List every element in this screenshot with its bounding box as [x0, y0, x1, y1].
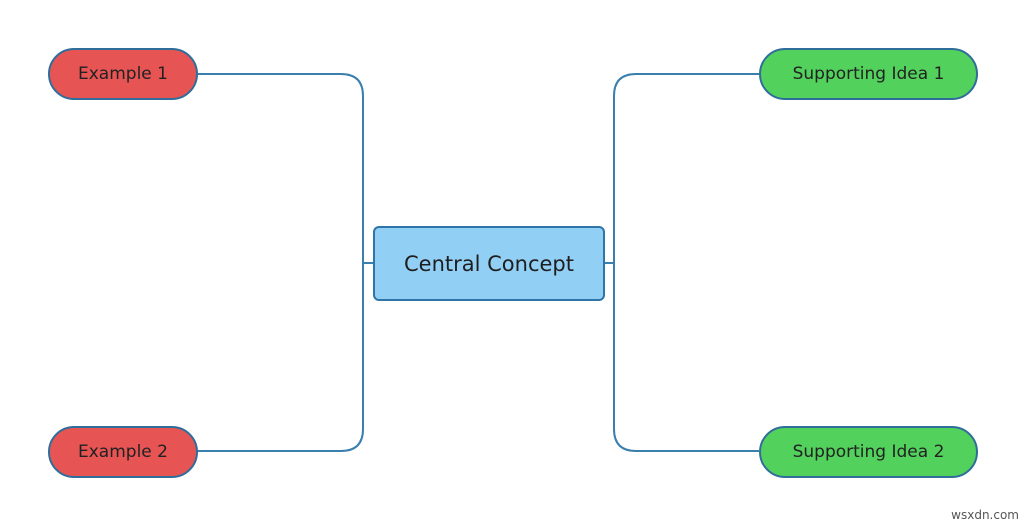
supporting-idea-label-2: Supporting Idea 2	[792, 442, 945, 462]
example-node-2[interactable]: Example 2	[48, 426, 198, 478]
supporting-idea-node-2[interactable]: Supporting Idea 2	[759, 426, 978, 478]
example-label-1: Example 1	[78, 64, 168, 84]
example-label-2: Example 2	[78, 442, 168, 462]
central-concept-node[interactable]: Central Concept	[373, 226, 605, 301]
watermark-text: wsxdn.com	[951, 508, 1019, 522]
example-node-1[interactable]: Example 1	[48, 48, 198, 100]
supporting-idea-node-1[interactable]: Supporting Idea 1	[759, 48, 978, 100]
supporting-idea-label-1: Supporting Idea 1	[792, 64, 945, 84]
connector-left-trunk	[198, 73, 364, 452]
central-concept-label: Central Concept	[404, 251, 574, 276]
connector-right-trunk	[613, 73, 759, 452]
